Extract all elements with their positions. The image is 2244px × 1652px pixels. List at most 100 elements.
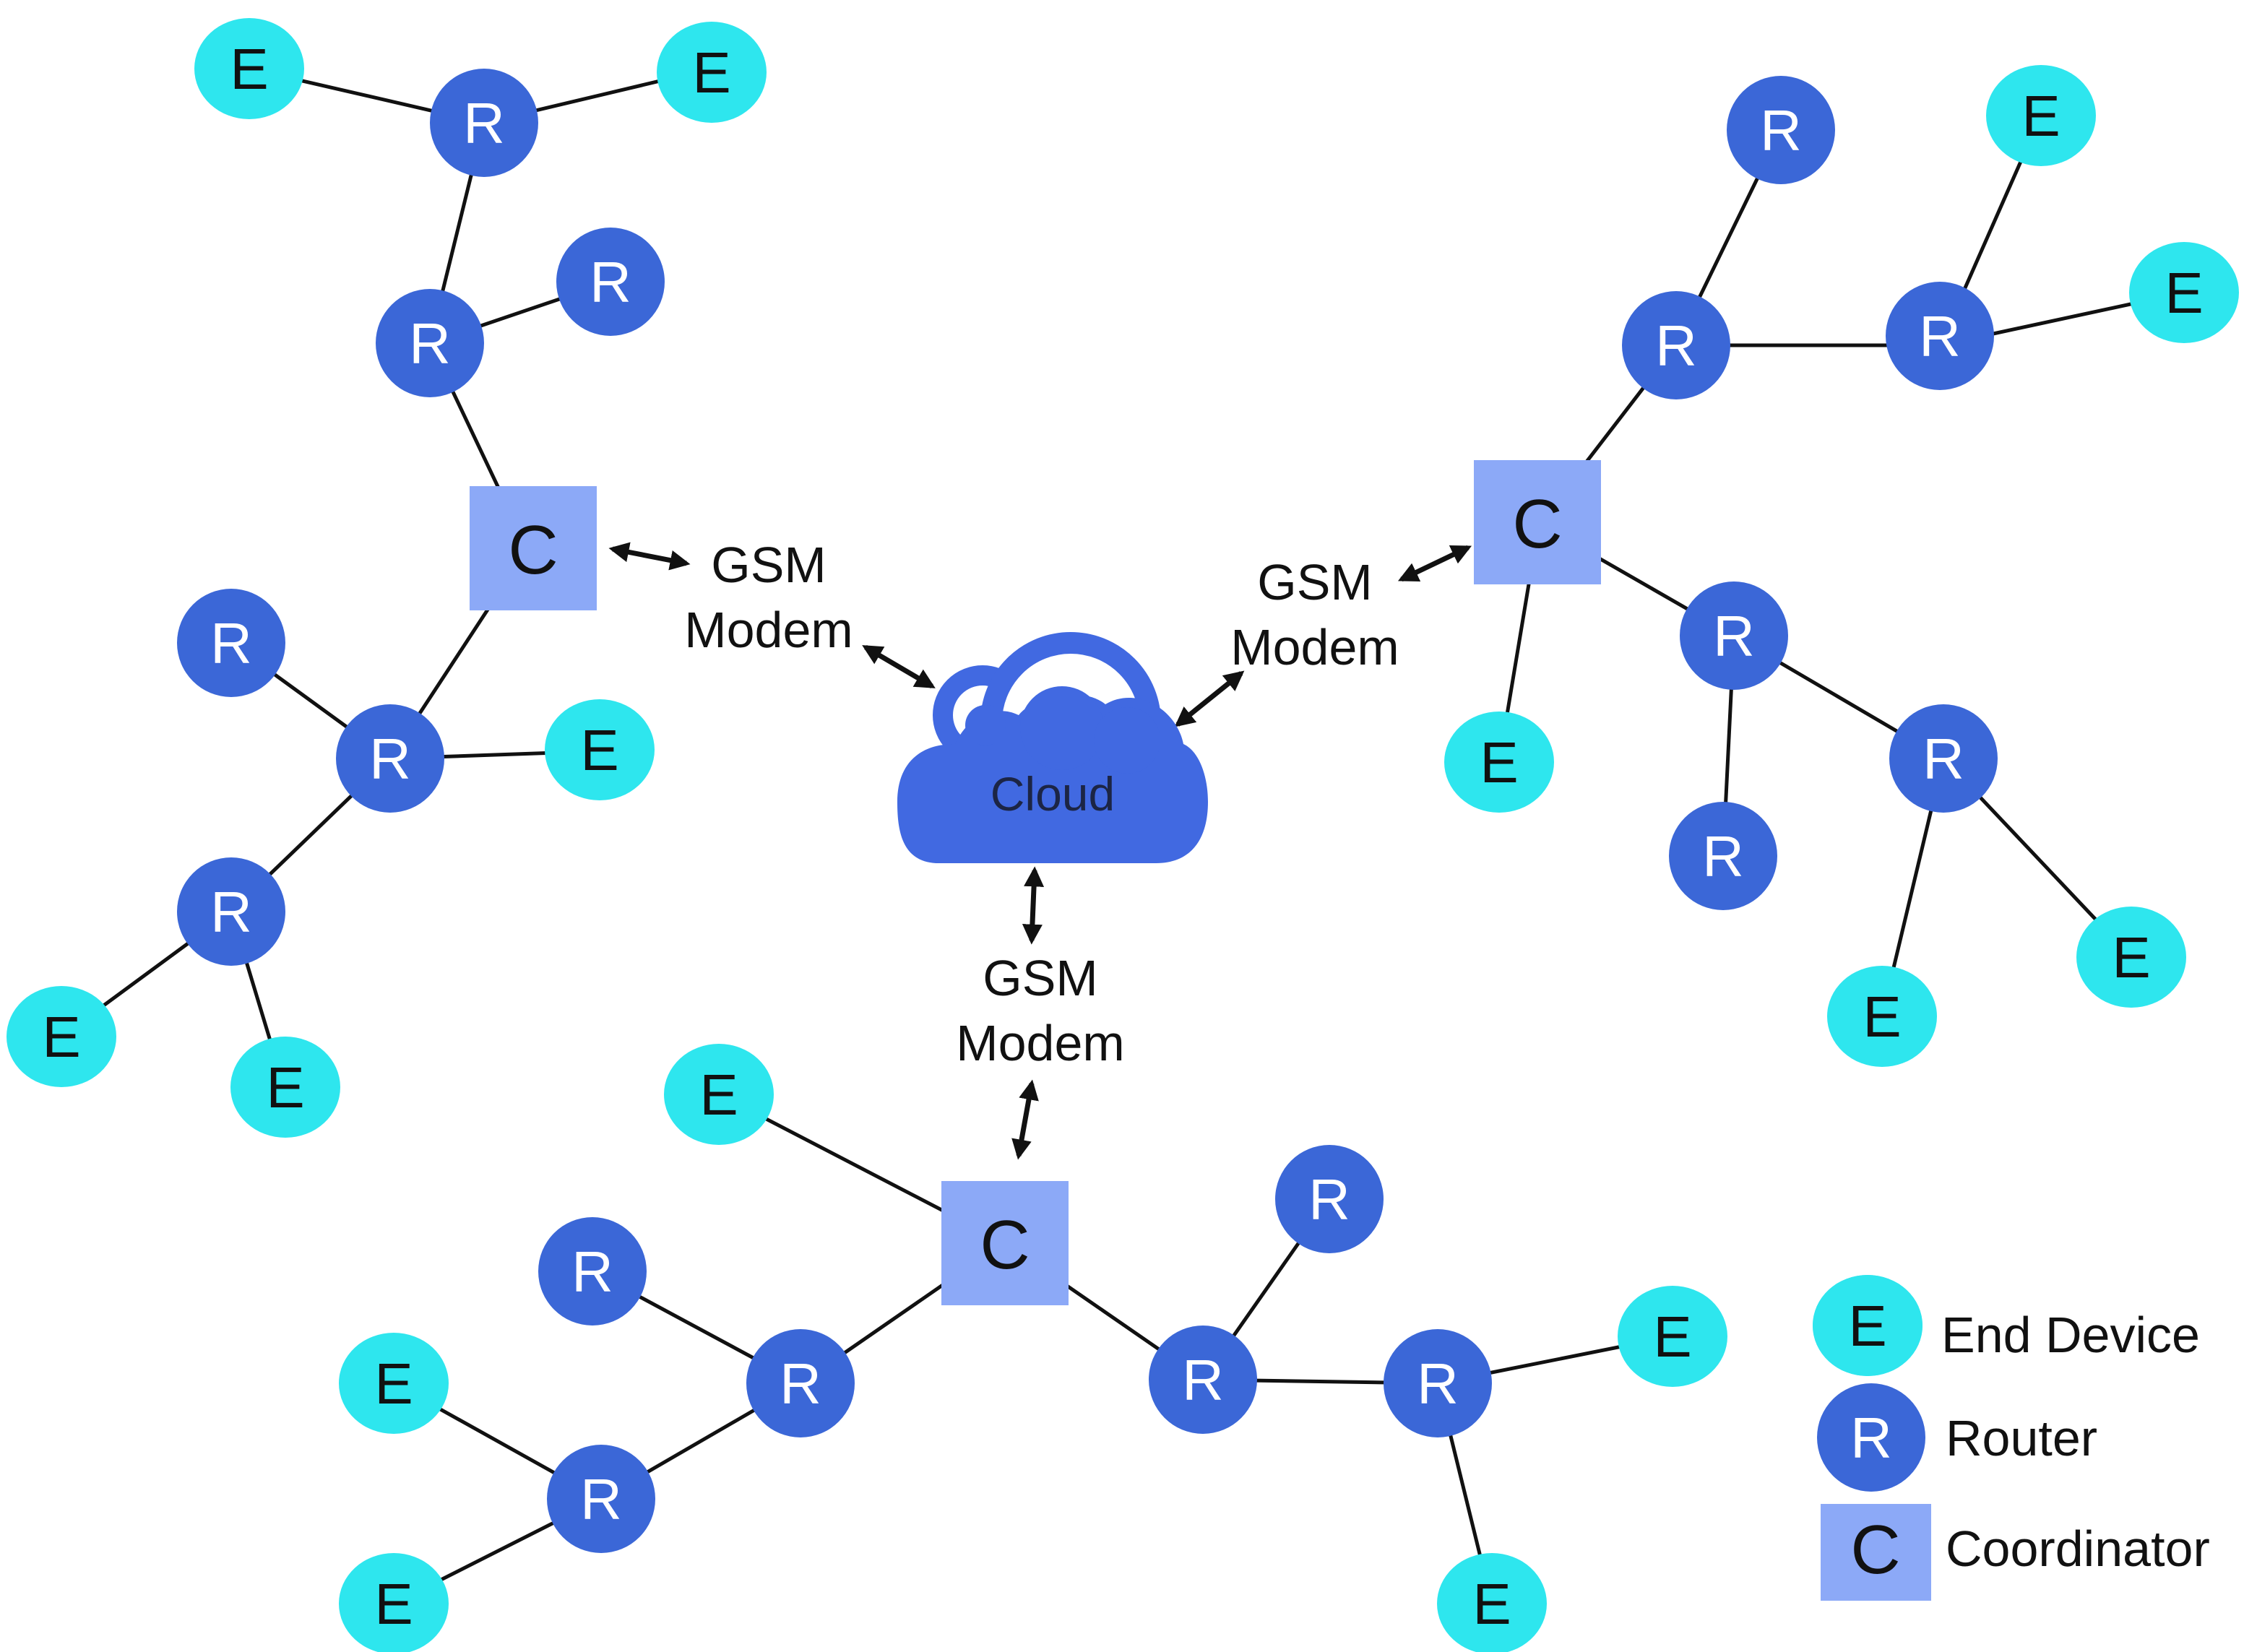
router-icon [547,1445,655,1553]
end-device-icon [230,1037,340,1138]
router-node: R [1384,1329,1492,1437]
legend-coordinator-letter: C [1850,1511,1900,1588]
end-device-letter: E [2021,84,2060,148]
router-icon [746,1329,855,1437]
end-device-node: E [230,1037,340,1138]
router-letter: R [580,1467,622,1531]
router-icon [1669,802,1777,910]
end-device-node: E [1437,1553,1547,1652]
router-node: R [538,1217,647,1326]
end-device-letter: E [1480,730,1518,795]
end-device-node: E [1444,712,1554,813]
end-device-node: E [664,1044,774,1145]
router-node: R [336,704,444,813]
end-device-node: E [339,1553,449,1652]
legend-end-device-label: End Device [1941,1307,2200,1363]
router-node: R [1680,581,1788,690]
cloud-label: Cloud [991,767,1115,821]
router-icon [177,857,285,966]
router-icon [1384,1329,1492,1437]
gsm-arrow [862,644,936,689]
gsm-label-line1: GSM [711,537,826,593]
router-node: R [556,228,665,336]
router-node: R [1275,1145,1384,1253]
end-device-node: E [339,1333,449,1434]
coordinator-letter: C [1512,485,1562,563]
end-device-letter: E [374,1572,413,1636]
end-device-letter: E [2112,925,2150,990]
router-node: R [1889,704,1998,813]
router-letter: R [571,1240,613,1304]
end-device-node: E [1827,966,1937,1067]
router-letter: R [1655,313,1697,378]
end-devices: E E E E E E E E E E E E E E E E [7,18,2239,1652]
router-node: R [746,1329,855,1437]
router-node: R [430,69,538,177]
end-device-icon [194,18,304,119]
router-node: R [1886,282,1994,390]
router-letter: R [590,250,631,314]
gsm-label-line1: GSM [1257,554,1372,610]
router-icon [1817,1383,1925,1492]
end-device-letter: E [42,1005,80,1069]
router-icon [556,228,665,336]
router-icon [1727,76,1835,184]
end-device-letter: E [1653,1305,1691,1369]
router-letter: R [463,91,505,155]
end-device-letter: E [1863,985,1901,1049]
coordinator-letter: C [508,511,558,589]
gsm-arrow [1022,866,1045,945]
coordinator-letter: C [980,1206,1030,1284]
gsm-label-line2: Modem [684,602,853,658]
router-letter: R [1919,304,1961,368]
router-letter: R [210,880,252,944]
gsm-arrow [1011,1079,1039,1160]
router-letter: R [210,611,252,675]
gsm-arrow [608,542,691,571]
coordinator-icon [1821,1504,1931,1601]
end-device-letter: E [1472,1572,1511,1636]
legend-router-letter: R [1850,1406,1892,1470]
end-device-icon [545,699,655,800]
gsm-label-line2: Modem [956,1015,1124,1071]
legend-end-device: E End Device [1813,1275,2200,1376]
router-letter: R [1713,604,1755,668]
end-device-node: E [2129,242,2239,343]
legend-coordinator: C Coordinator [1821,1504,2210,1601]
end-device-icon [1986,65,2096,166]
legend-coordinator-label: Coordinator [1946,1521,2210,1577]
gsm-links [608,542,1472,1160]
coordinator-icon [470,486,597,610]
gsm-label-line1: GSM [983,950,1097,1006]
router-node: R [1727,76,1835,184]
end-device-icon [1444,712,1554,813]
end-device-node: E [1986,65,2096,166]
router-node: R [376,289,484,397]
end-device-icon [2129,242,2239,343]
router-node: R [1622,291,1730,399]
router-icon [336,704,444,813]
cloud-icon: Cloud [897,632,1208,863]
router-icon [430,69,538,177]
router-letter: R [780,1352,821,1416]
end-device-node: E [194,18,304,119]
router-letter: R [1417,1352,1459,1416]
end-device-icon [1618,1286,1727,1387]
end-device-icon [1437,1553,1547,1652]
end-device-node: E [2076,907,2186,1008]
end-device-node: E [657,22,767,123]
end-device-letter: E [266,1055,304,1120]
router-icon [1680,581,1788,690]
router-letter: R [1182,1348,1224,1412]
end-device-node: E [545,699,655,800]
router-icon [538,1217,647,1326]
end-device-icon [2076,907,2186,1008]
gsm-modem-bottom: GSM Modem [956,950,1124,1071]
end-device-icon [339,1333,449,1434]
legend-router: R Router [1817,1383,2097,1492]
coordinator-bottom: C [941,1181,1069,1305]
gsm-arrow [1397,545,1472,582]
router-icon [1889,704,1998,813]
coordinator-icon [941,1181,1069,1305]
